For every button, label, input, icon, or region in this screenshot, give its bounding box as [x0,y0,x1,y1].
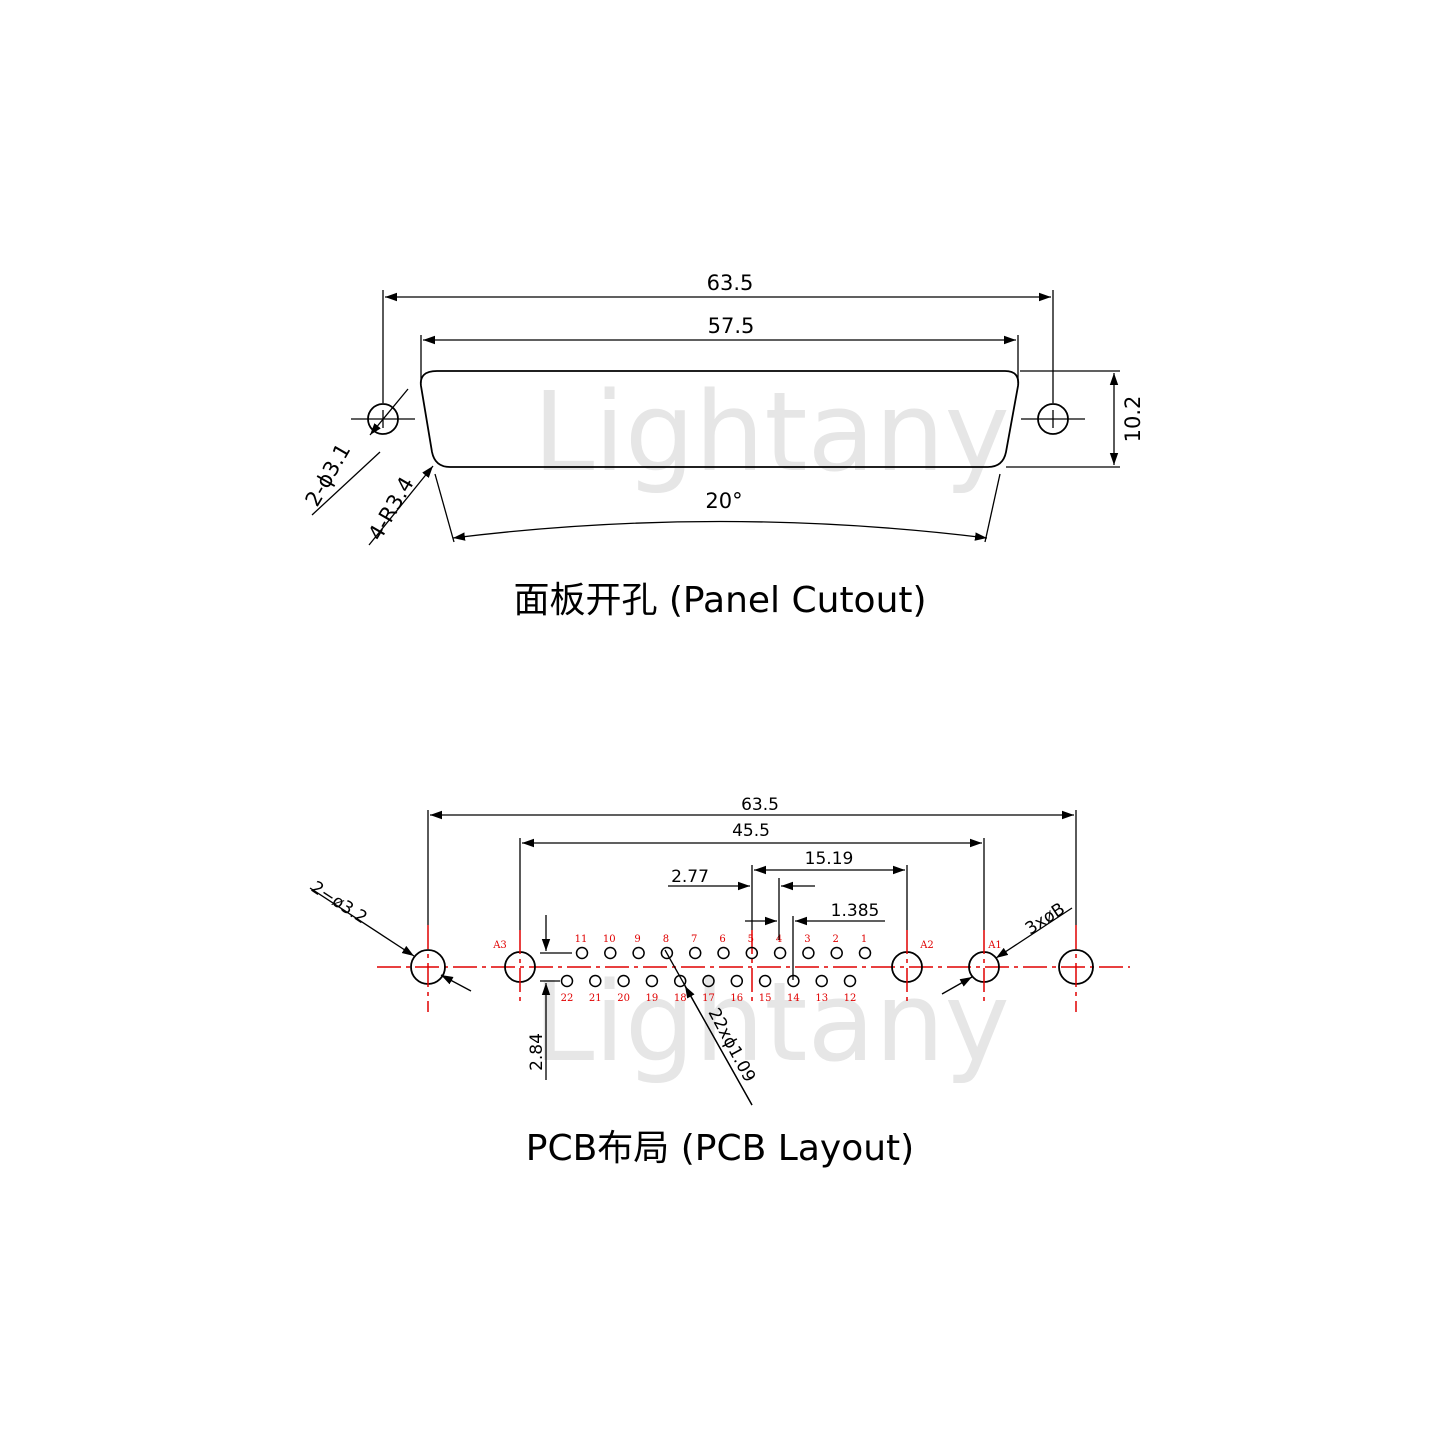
pcb-mount-hole-label: 2−ø3.2 [307,877,370,928]
pcb-pin-hole-10 [604,946,617,960]
pcb-bottom-row-pins: 22 21 20 19 18 17 16 15 14 13 12 [560,974,857,1004]
pcb-anchor-hole-a1 [968,930,1000,1005]
pcb-pin-label-12: 12 [844,993,857,1004]
pcb-pin-label-3: 3 [804,934,810,945]
pcb-dim-half-pitch: 1.385 [745,901,885,980]
pcb-anchor-hole-a2 [891,930,923,1005]
pcb-pin-label-20: 20 [617,993,630,1004]
pcb-pin-hole-13 [815,974,828,988]
pcb-pin-label-17: 17 [702,993,715,1004]
pcb-pin-hole-7 [688,946,702,960]
pcb-pin-label-13: 13 [815,993,828,1004]
pcb-dim-row-spacing: 2.84 [527,915,572,1080]
pcb-pin-label-22: 22 [561,993,574,1004]
pcb-pin-label-1: 1 [861,934,867,945]
pcb-pin-label-21: 21 [589,993,602,1004]
pcb-pin-hole-18 [673,974,687,988]
pcb-pin-hole-2 [830,946,843,960]
pcb-pin-label-15: 15 [759,993,772,1004]
pcb-pin-hole-17 [702,974,715,988]
pcb-pin-label-16: 16 [730,993,743,1004]
pcb-anchor-label-a2: A2 [919,940,934,951]
pcb-pin-hole-22 [560,974,574,988]
pcb-pin-label-14: 14 [787,993,800,1004]
watermark-bottom: Lightany [533,958,1010,1086]
pcb-anchor-hole-a3 [504,930,536,1005]
panel-caption: 面板开孔 (Panel Cutout) [513,580,926,621]
panel-overall-width-label: 63.5 [707,271,754,295]
pcb-pin-label-2: 2 [833,934,839,945]
pcb-mount-hole-left [410,925,446,1012]
panel-angle-label: 20° [705,489,742,513]
pcb-dim-offset: 15.19 [751,849,908,930]
pcb-pin-label-6: 6 [719,934,725,945]
pcb-dim-pitch: 2.77 [668,867,815,940]
pcb-pin-label-9: 9 [634,934,640,945]
pcb-pin-hole-19 [645,974,659,988]
pcb-pin-hole-12 [843,974,857,988]
pcb-caption: PCB布局 (PCB Layout) [526,1128,914,1169]
pcb-pin-hole-9 [632,946,645,960]
pcb-pin-hole-15 [758,974,772,988]
pcb-pin-label-11: 11 [575,934,588,945]
pcb-pin-label-8: 8 [663,934,669,945]
pcb-mount-hole-right [1058,925,1094,1012]
pcb-pin-hole-1 [858,946,872,960]
pcb-pin-hole-16 [730,974,744,988]
pcb-pin-hole-4 [773,946,787,960]
pcb-dim-inner: 45.5 [519,821,985,930]
pcb-pin-hole-3 [802,946,815,960]
pcb-pin-hole-20 [617,974,630,988]
watermark-top: Lightany [533,368,1010,496]
pcb-row-spacing-label: 2.84 [527,1033,547,1071]
pcb-offset-label: 15.19 [805,849,854,869]
pcb-dim-overall: 63.5 [427,795,1077,925]
pcb-pin-label-7: 7 [691,934,697,945]
panel-dim-angle: 20° [434,473,1001,543]
panel-radius-label: 4-R3.4 [364,473,419,545]
panel-radius-leader: 4-R3.4 [364,465,434,546]
pcb-pitch-label: 2.77 [671,867,709,887]
pcb-inner-width-label: 45.5 [732,821,770,841]
pcb-pin-label-18: 18 [674,993,687,1004]
panel-dim-overall: 63.5 [382,271,1054,403]
pcb-anchor-label-a1: A1 [987,940,1002,951]
pcb-half-pitch-label: 1.385 [831,901,880,921]
panel-cutout-width-label: 57.5 [708,314,755,338]
panel-dim-cutout: 57.5 [420,314,1019,383]
pcb-pin-label-10: 10 [603,934,616,945]
pcb-pin-hole-6 [717,946,730,960]
pcb-pin-hole-11 [575,946,589,960]
pcb-pin-hole-21 [589,974,602,988]
panel-dim-height: 10.2 [1006,370,1145,468]
pcb-mount-hole-leader: 2−ø3.2 [307,877,472,992]
pcb-anchor-label-a3: A3 [492,940,507,951]
panel-height-label: 10.2 [1121,396,1145,443]
pcb-pin-label-5: 5 [748,934,754,945]
pcb-anchor-hole-label: 3xøB [1022,899,1069,939]
panel-hole-right [1021,403,1085,435]
pcb-pin-hole-5 [745,946,759,960]
pcb-overall-width-label: 63.5 [741,795,779,815]
pcb-pin-label-19: 19 [646,993,659,1004]
pcb-pin-hole-8 [660,946,674,960]
